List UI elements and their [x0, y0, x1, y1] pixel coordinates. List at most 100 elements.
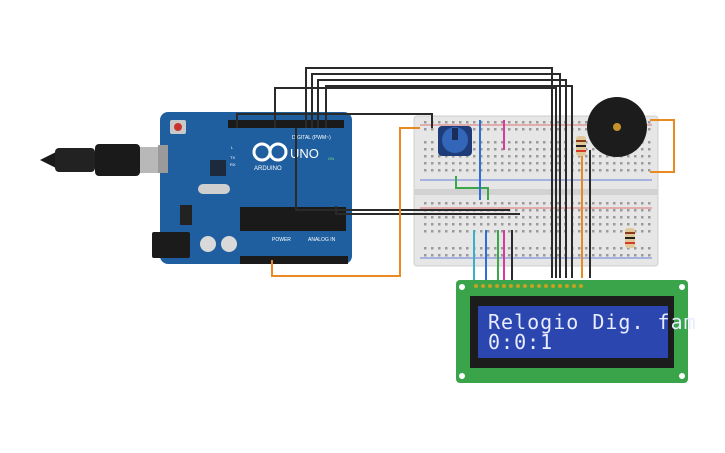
breadboard-hole — [578, 223, 581, 226]
breadboard-hole — [501, 148, 504, 151]
breadboard-hole — [522, 162, 525, 165]
breadboard-hole — [585, 121, 588, 124]
breadboard-hole — [445, 169, 448, 172]
breadboard-hole — [627, 247, 630, 250]
lcd-pin — [509, 284, 513, 288]
breadboard-hole — [522, 148, 525, 151]
breadboard-hole — [599, 254, 602, 257]
lcd-module — [456, 280, 688, 383]
breadboard-hole — [557, 141, 560, 144]
breadboard-hole — [431, 128, 434, 131]
breadboard-hole — [606, 223, 609, 226]
arduino-logo-icon — [252, 142, 288, 162]
breadboard-hole — [522, 209, 525, 212]
lcd-pin — [551, 284, 555, 288]
breadboard-hole — [620, 169, 623, 172]
breadboard-hole — [501, 141, 504, 144]
breadboard-hole — [515, 216, 518, 219]
breadboard-hole — [613, 169, 616, 172]
breadboard-hole — [627, 162, 630, 165]
breadboard-hole — [445, 121, 448, 124]
breadboard-hole — [480, 148, 483, 151]
lcd-pin — [516, 284, 520, 288]
breadboard-hole — [634, 223, 637, 226]
breadboard-hole — [431, 223, 434, 226]
breadboard-hole — [592, 230, 595, 233]
breadboard-hole — [480, 202, 483, 205]
breadboard-hole — [648, 162, 651, 165]
breadboard-hole — [508, 223, 511, 226]
breadboard-hole — [585, 247, 588, 250]
breadboard-hole — [585, 162, 588, 165]
breadboard-hole — [515, 247, 518, 250]
breadboard-hole — [466, 230, 469, 233]
breadboard-hole — [648, 216, 651, 219]
breadboard-hole — [424, 128, 427, 131]
breadboard-hole — [487, 141, 490, 144]
breadboard-hole — [522, 141, 525, 144]
breadboard-hole — [480, 128, 483, 131]
breadboard-hole — [585, 148, 588, 151]
breadboard-hole — [578, 128, 581, 131]
breadboard-hole — [578, 247, 581, 250]
breadboard-hole — [424, 247, 427, 250]
breadboard-hole — [536, 202, 539, 205]
breadboard-hole — [606, 169, 609, 172]
breadboard-hole — [599, 223, 602, 226]
breadboard-hole — [543, 121, 546, 124]
breadboard-hole — [592, 254, 595, 257]
breadboard-hole — [515, 141, 518, 144]
breadboard-hole — [438, 169, 441, 172]
breadboard-hole — [508, 169, 511, 172]
breadboard-hole — [543, 141, 546, 144]
breadboard-hole — [459, 230, 462, 233]
breadboard-hole — [438, 202, 441, 205]
breadboard-hole — [466, 216, 469, 219]
breadboard-hole — [599, 162, 602, 165]
breadboard-hole — [599, 169, 602, 172]
breadboard-hole — [613, 254, 616, 257]
breadboard-hole — [438, 223, 441, 226]
breadboard-hole — [522, 169, 525, 172]
breadboard-hole — [522, 230, 525, 233]
breadboard-hole — [641, 230, 644, 233]
piezo-buzzer — [587, 97, 647, 157]
breadboard-hole — [543, 223, 546, 226]
breadboard-hole — [480, 121, 483, 124]
breadboard-hole — [585, 216, 588, 219]
breadboard-hole — [501, 202, 504, 205]
breadboard-hole — [648, 155, 651, 158]
rx-label: RX — [230, 162, 236, 167]
breadboard-hole — [473, 148, 476, 151]
breadboard-hole — [466, 121, 469, 124]
breadboard-hole — [634, 209, 637, 212]
potentiometer[interactable] — [438, 126, 472, 156]
breadboard-hole — [424, 148, 427, 151]
breadboard-hole — [480, 223, 483, 226]
arduino-uno-board[interactable]: UNO ARDUINO DIGITAL (PWM~) POWER ANALOG … — [152, 112, 352, 264]
breadboard-hole — [480, 155, 483, 158]
breadboard-hole — [634, 162, 637, 165]
breadboard-hole — [620, 230, 623, 233]
breadboard-hole — [634, 216, 637, 219]
breadboard-hole — [599, 155, 602, 158]
breadboard-hole — [578, 209, 581, 212]
breadboard-hole — [543, 254, 546, 257]
breadboard-hole — [585, 141, 588, 144]
breadboard-hole — [606, 254, 609, 257]
breadboard-hole — [606, 162, 609, 165]
breadboard-hole — [459, 155, 462, 158]
lcd-pin — [474, 284, 478, 288]
breadboard-hole — [431, 148, 434, 151]
breadboard-hole — [641, 162, 644, 165]
breadboard-hole — [599, 247, 602, 250]
breadboard-hole — [543, 162, 546, 165]
breadboard-hole — [620, 202, 623, 205]
breadboard-hole — [508, 216, 511, 219]
breadboard-hole — [494, 169, 497, 172]
breadboard-hole — [592, 247, 595, 250]
power-label: POWER — [272, 237, 291, 243]
breadboard-hole — [529, 148, 532, 151]
power-jack — [152, 232, 190, 258]
breadboard-hole — [431, 216, 434, 219]
